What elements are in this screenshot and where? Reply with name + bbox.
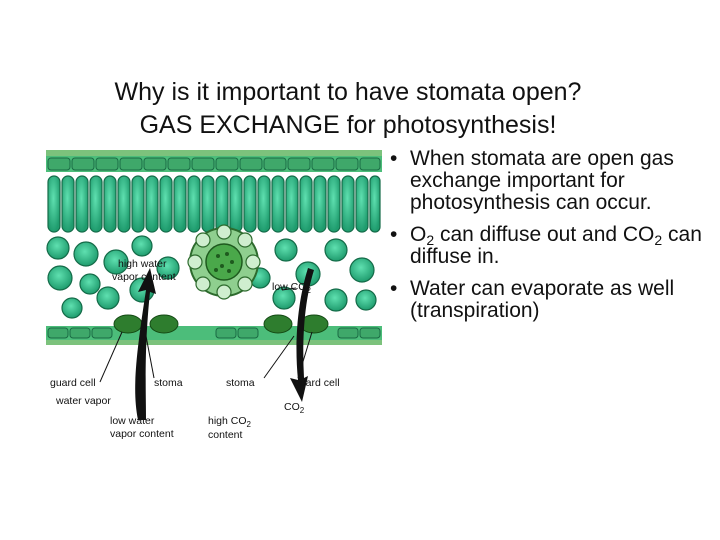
label-leaders <box>99 287 313 383</box>
label-guard-cell-left: guard cell <box>50 377 96 389</box>
bullet-text-end: can diffuse in. <box>410 223 702 268</box>
label-low-co2: low CO2 <box>272 281 311 295</box>
upper-epidermis <box>46 150 382 172</box>
subscript: 2 <box>654 232 663 248</box>
bullet-item: O2 can diffuse out and CO2 can diffuse i… <box>388 224 713 268</box>
label-high-water: high water <box>118 258 167 270</box>
vein <box>187 224 261 300</box>
label-water-vapor: water vapor <box>55 395 111 407</box>
lower-epidermis <box>46 314 382 345</box>
bullet-item: When stomata are open gas exchange impor… <box>388 148 713 214</box>
leaf-cross-section-diagram: high water vapor content low CO2 guard c… <box>46 150 382 441</box>
diffusion-arrows <box>135 268 314 420</box>
label-low-water-2: vapor content <box>110 428 174 440</box>
bullet-list: When stomata are open gas exchange impor… <box>388 148 713 332</box>
bullet-item: Water can evaporate as well (transpirati… <box>388 278 713 322</box>
subscript: 2 <box>426 232 435 248</box>
label-guard-cell-right: guard cell <box>294 377 340 389</box>
bullet-text: Water can evaporate as well (transpirati… <box>410 277 675 322</box>
label-low-water: low water <box>110 415 155 427</box>
label-high-water-2: vapor content <box>112 271 176 283</box>
label-high-co2: high CO2 <box>208 415 252 429</box>
palisade-layer <box>47 175 381 233</box>
bullet-text-mid: can diffuse out and CO <box>434 223 655 246</box>
label-high-co2-2: content <box>208 429 243 441</box>
bullet-text-o2: O <box>410 223 427 246</box>
label-stoma-left: stoma <box>154 377 183 389</box>
bullet-text: When stomata are open gas exchange impor… <box>410 147 674 214</box>
title-line-2: GAS EXCHANGE for photosynthesis! <box>139 111 557 139</box>
label-stoma-right: stoma <box>226 377 255 389</box>
title-line-1: Why is it important to have stomata open… <box>114 78 582 106</box>
label-co2: CO2 <box>284 401 305 415</box>
